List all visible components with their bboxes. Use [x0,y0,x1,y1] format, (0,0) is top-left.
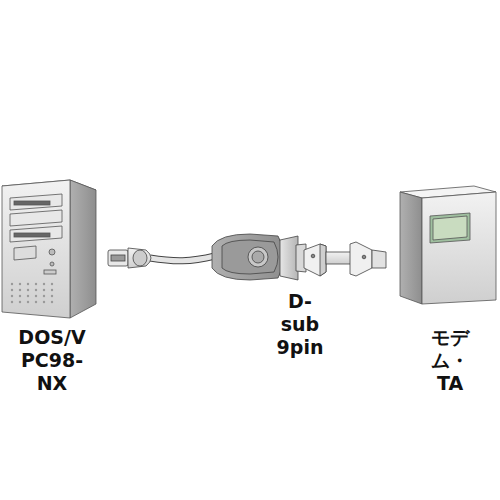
vent-hole [19,295,21,297]
vent-hole [11,283,13,285]
vent-hole [27,295,29,297]
vent-hole [11,289,13,291]
vent-hole [11,295,13,297]
vent-hole [51,301,53,303]
vent-hole [43,283,45,285]
vent-hole [35,289,37,291]
vent-hole [27,283,29,285]
vent-hole [35,283,37,285]
usb-serial-cable [108,234,386,280]
vent-hole [35,301,37,303]
modem-ta [400,186,496,304]
device-label: DOS/V PC98-NX [18,326,85,394]
vent-hole [27,289,29,291]
connector-label: D-sub 9pin [277,290,324,358]
vent-hole [19,289,21,291]
pc-tower [2,180,96,318]
device-label: モデム・TA [425,326,475,394]
vent-hole [43,295,45,297]
vent-hole [19,301,21,303]
vent-hole [43,301,45,303]
vent-hole [35,295,37,297]
vent-hole [51,283,53,285]
vent-holes [11,283,53,303]
vent-hole [51,295,53,297]
vent-hole [51,289,53,291]
vent-hole [11,301,13,303]
vent-hole [27,301,29,303]
vent-hole [43,289,45,291]
vent-hole [19,283,21,285]
